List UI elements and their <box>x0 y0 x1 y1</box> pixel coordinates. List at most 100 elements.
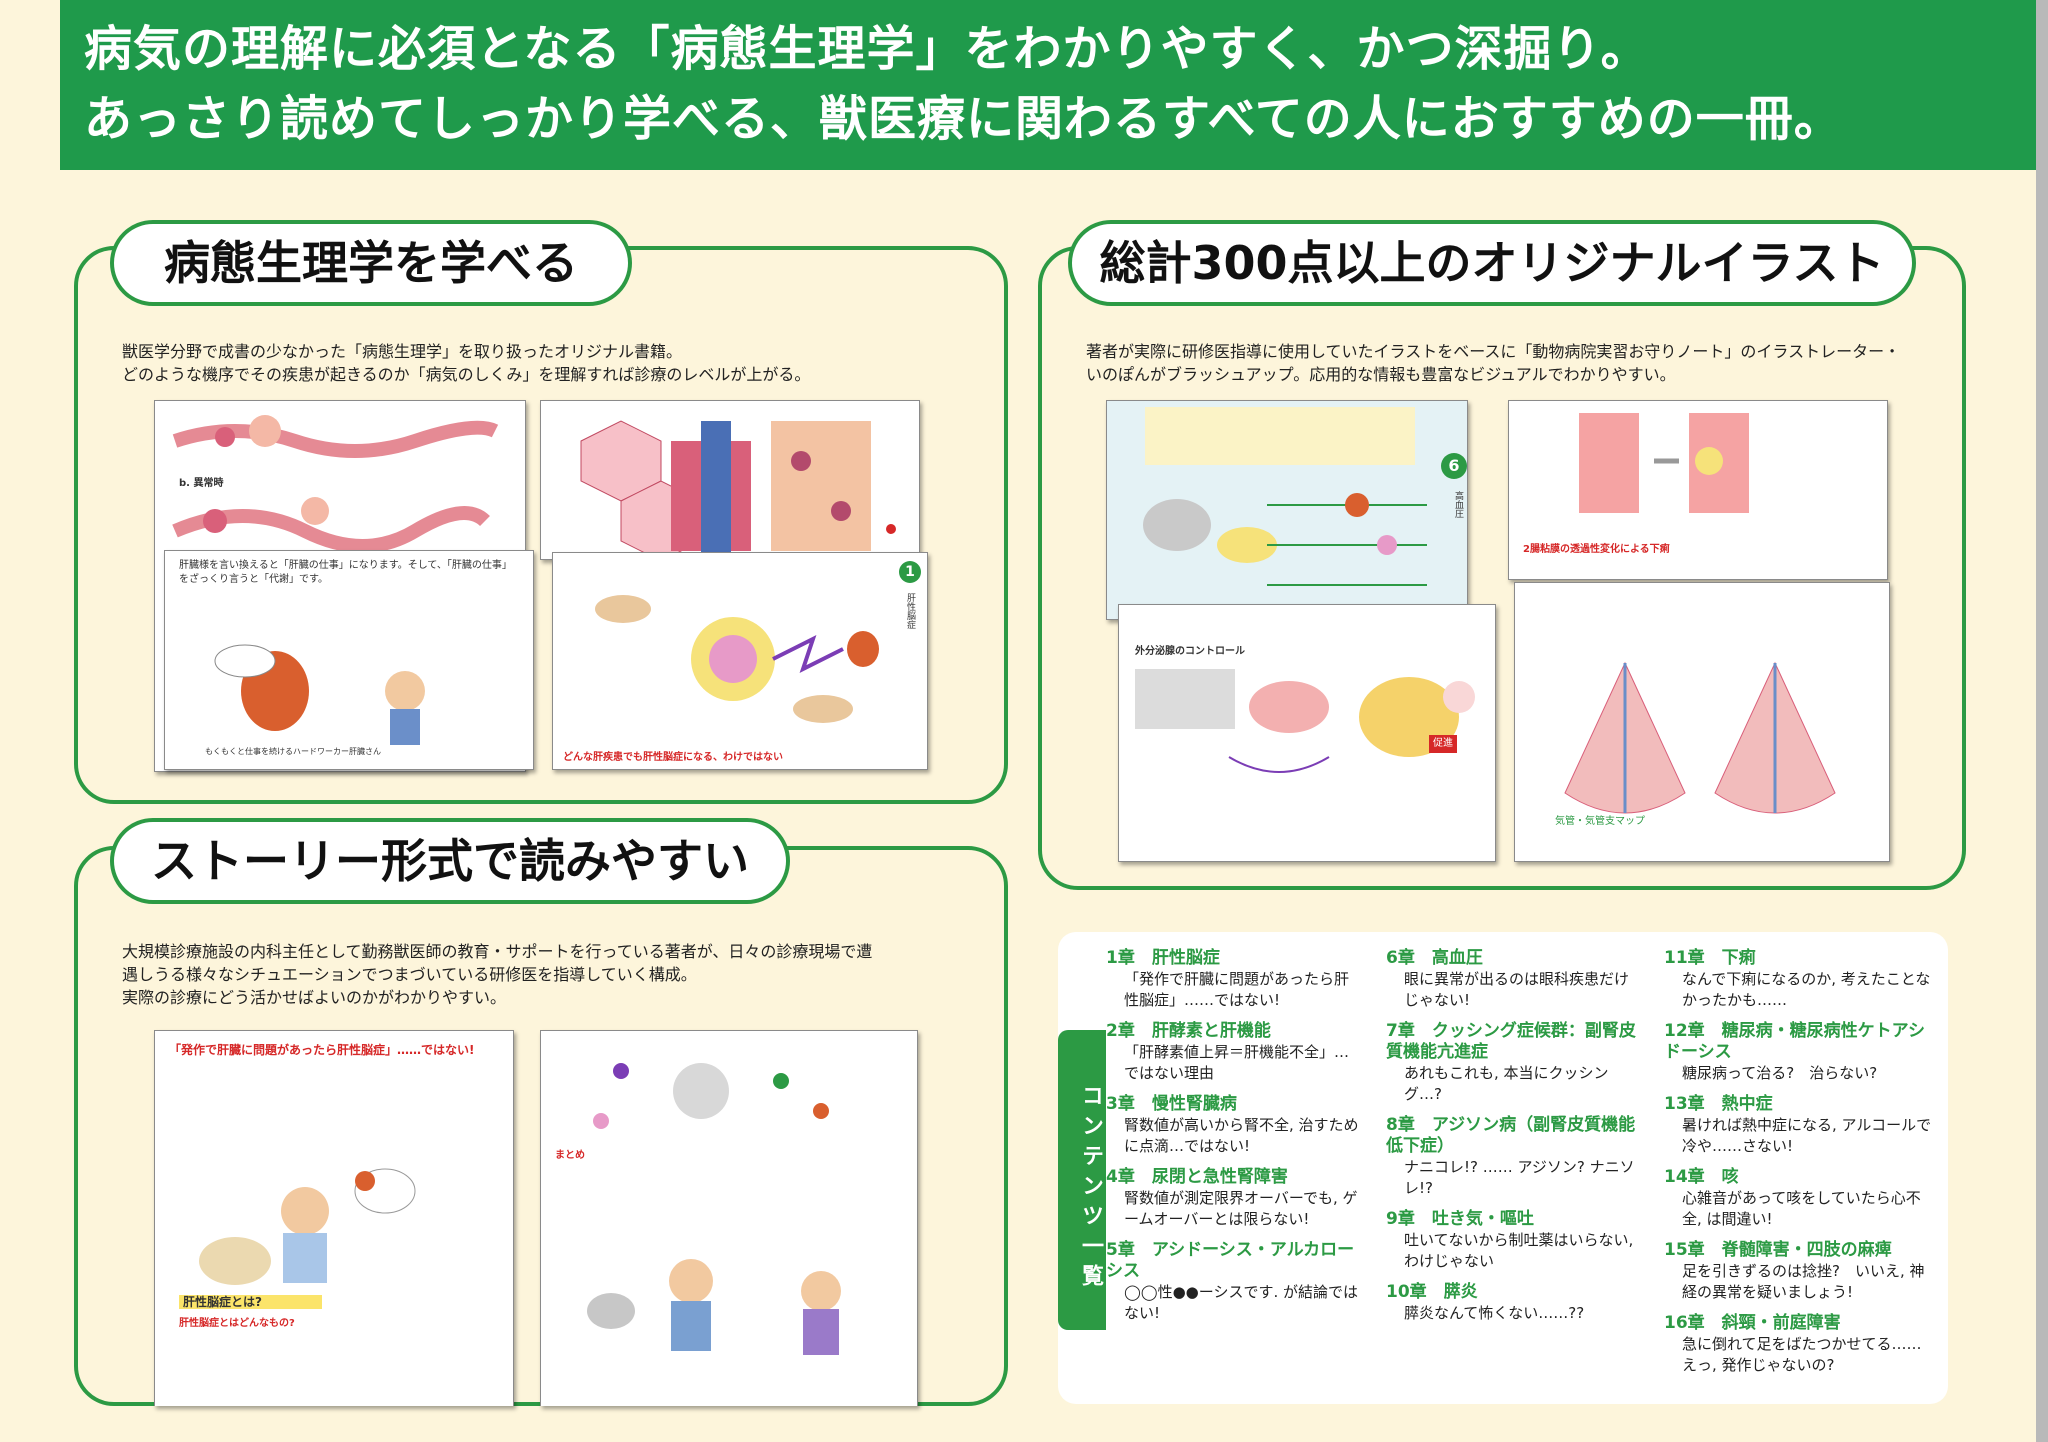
chapter-description: 心雑音があって咳をしていたら心不全, は間違い! <box>1682 1189 1921 1228</box>
chapter-description: 吐いてないから制吐薬はいらない, わけじゃない <box>1404 1231 1634 1270</box>
sample-heading: 2腸粘膜の透過性変化による下痢 <box>1523 544 1670 555</box>
chapter-item: 2章 肝酵素と肝機能「肝酵素値上昇＝肝機能不全」…ではない理由 <box>1106 1021 1361 1084</box>
chapter-description: ナニコレ!? …… アジソン? ナニソレ!? <box>1404 1158 1635 1197</box>
liver-worker-illustration <box>214 644 425 745</box>
sample-page-liver-text: 肝臓様を言い換えると「肝臓の仕事」になります。そして、「肝臓の仕事」をざっくり言… <box>164 550 534 770</box>
sample-page-story-2: まとめ <box>540 1030 918 1406</box>
section2-intro-line-1: 著者が実際に研修医指導に使用していたイラストをベースに「動物病院実習お守りノート… <box>1086 342 1901 361</box>
sample-body-text: 肝臓様を言い換えると「肝臓の仕事」になります。そして、「肝臓の仕事」をざっくり言… <box>179 560 512 585</box>
chapter-description: 腎数値が測定限界オーバーでも, ゲームオーバーとは限らない! <box>1124 1189 1358 1228</box>
chapter-title: 4章 尿閉と急性腎障害 <box>1106 1167 1288 1187</box>
sample-badge: 促進 <box>1429 735 1457 753</box>
chapter-title: 10章 膵炎 <box>1386 1282 1478 1302</box>
intestine-illustration <box>1579 413 1749 513</box>
sample-page-hepatic-encephalopathy: 1 肝性脳症 どんな肝疾患でも肝性脳症になる、わけではない <box>552 552 928 770</box>
chapter-description: なんで下痢になるのか, 考えたことなかったかも…… <box>1682 970 1931 1009</box>
chapter-description: ◯◯性●●ーシスです. が結論ではない! <box>1124 1283 1358 1322</box>
sample-footer-text: どんな肝疾患でも肝性脳症になる、わけではない <box>563 752 783 763</box>
sample-story-subtitle-2: 肝性脳症とはどんなもの? <box>179 1318 295 1329</box>
section-title-story: ストーリー形式で読みやすい <box>110 818 790 904</box>
sample-bubble-text: もくもくと仕事を続けるハードワーカー肝臓さん <box>205 747 381 756</box>
sample-summary-title: まとめ <box>555 1150 585 1161</box>
sample-page-diarrhea: 2腸粘膜の透過性変化による下痢 <box>1508 400 1888 580</box>
chapter-title: 11章 下痢 <box>1664 948 1756 968</box>
chapter-item: 13章 熱中症暑ければ熱中症になる, アルコールで冷や……さない! <box>1664 1094 1932 1157</box>
section3-intro-line-3: 実際の診療にどう活かせばよいのかがわかりやすい。 <box>122 988 507 1007</box>
section1-intro-line-1: 獣医学分野で成書の少なかった「病態生理学」を取り扱ったオリジナル書籍。 <box>122 342 683 361</box>
chapter-title: 15章 脊髄障害・四肢の麻痺 <box>1664 1240 1892 1260</box>
contents-column-2: 6章 高血圧眼に異常が出るのは眼科疾患だけじゃない! 7章 クッシング症候群：副… <box>1386 948 1641 1334</box>
sample-caption: 気管・気管支マップ <box>1555 816 1645 827</box>
chapter-description: 糖尿病って治る? 治らない? <box>1682 1064 1878 1082</box>
chapter-title: 2章 肝酵素と肝機能 <box>1106 1021 1271 1041</box>
chapter-title: 13章 熱中症 <box>1664 1094 1773 1114</box>
hormone-illustration <box>1143 493 1427 586</box>
chapter-item: 12章 糖尿病・糖尿病性ケトアシドーシス糖尿病って治る? 治らない? <box>1664 1021 1932 1084</box>
section3-intro-line-2: 遇しうる様々なシチュエーションでつまづいている研修医を指導していく構成。 <box>122 965 697 984</box>
sample-story-subtitle: 肝性脳症とは? <box>179 1295 322 1309</box>
chapter-item: 3章 慢性腎臓病腎数値が高いから腎不全, 治すために点滴…ではない! <box>1106 1094 1361 1157</box>
chapter-title: 8章 アジソン病（副腎皮質機能低下症） <box>1386 1115 1636 1156</box>
vet-dog-illustration <box>199 1168 416 1285</box>
chapter-item: 15章 脊髄障害・四肢の麻痺足を引きずるのは捻挫? いいえ, 神経の異常を疑いま… <box>1664 1240 1932 1303</box>
header-banner: 病気の理解に必須となる「病態生理学」をわかりやすく、かつ深掘り。 あっさり読めて… <box>60 0 2036 170</box>
chapter-item: 16章 斜頸・前庭障害急に倒れて足をばたつかせてる……えっ, 発作じゃないの? <box>1664 1313 1932 1376</box>
contents-panel: 1章 肝性脳症「発作で肝臓に問題があったら肝性脳症」……ではない! 2章 肝酵素… <box>1058 932 1948 1404</box>
sample-page-story-1: 「発作で肝臓に問題があったら肝性脳症」……ではない! 肝性脳症とは? 肝性脳症と… <box>154 1030 514 1406</box>
section2-intro-line-2: いのぽんがブラッシュアップ。応用的な情報も豊富なビジュアルでわかりやすい。 <box>1086 365 1676 384</box>
sample-box-title: 外分泌腺のコントロール <box>1135 646 1245 657</box>
chapter-item: 5章 アシドーシス・アルカローシス◯◯性●●ーシスです. が結論ではない! <box>1106 1240 1361 1324</box>
chapter-description: 「発作で肝臓に問題があったら肝性脳症」……ではない! <box>1124 970 1350 1009</box>
chapter-description: 足を引きずるのは捻挫? いいえ, 神経の異常を疑いましょう! <box>1682 1262 1925 1301</box>
chapter-item: 6章 高血圧眼に異常が出るのは眼科疾患だけじゃない! <box>1386 948 1641 1011</box>
chapter-title: 12章 糖尿病・糖尿病性ケトアシドーシス <box>1664 1021 1925 1062</box>
header-line-2: あっさり読めてしっかり学べる、獣医療に関わるすべての人におすすめの一冊。 <box>84 91 1843 147</box>
contents-column-3: 11章 下痢なんで下痢になるのか, 考えたことなかったかも…… 12章 糖尿病・… <box>1664 948 1932 1386</box>
chapter-item: 1章 肝性脳症「発作で肝臓に問題があったら肝性脳症」……ではない! <box>1106 948 1361 1011</box>
dog-germs-illustration <box>593 1063 829 1129</box>
chapter-title: 7章 クッシング症候群：副腎皮質機能亢進症 <box>1386 1021 1636 1062</box>
header-line-1: 病気の理解に必須となる「病態生理学」をわかりやすく、かつ深掘り。 <box>84 21 1650 77</box>
chapter-number-badge: 1 <box>899 561 921 583</box>
vet-team-illustration <box>587 1259 841 1355</box>
sample-page-hypertension: 6 高血圧 <box>1106 400 1468 620</box>
liver-histology-illustration <box>580 420 896 559</box>
section-title-illustrations: 総計300点以上のオリジナルイラスト <box>1068 220 1916 306</box>
chapter-item: 7章 クッシング症候群：副腎皮質機能亢進症あれもこれも, 本当にクッシング…? <box>1386 1021 1641 1105</box>
section-title-pathophysiology: 病態生理学を学べる <box>110 220 632 306</box>
sample-note-box <box>1145 407 1415 465</box>
chapter-item: 11章 下痢なんで下痢になるのか, 考えたことなかったかも…… <box>1664 948 1932 1011</box>
lungs-illustration <box>1564 661 1836 814</box>
chapter-item: 4章 尿閉と急性腎障害腎数値が測定限界オーバーでも, ゲームオーバーとは限らない… <box>1106 1167 1361 1230</box>
chapter-description: 腎数値が高いから腎不全, 治すために点滴…ではない! <box>1124 1116 1359 1155</box>
section1-intro-line-2: どのような機序でその疾患が起きるのか「病気のしくみ」を理解すれば診療のレベルが上… <box>122 365 811 384</box>
chapter-number-badge: 6 <box>1441 453 1467 479</box>
chapter-title: 9章 吐き気・嘔吐 <box>1386 1209 1534 1229</box>
dogs-illustration <box>595 595 879 723</box>
page-edge <box>2036 0 2048 1442</box>
chapter-description: 「肝酵素値上昇＝肝機能不全」…ではない理由 <box>1124 1043 1350 1082</box>
sample-page-bronchial-map: 気管・気管支マップ <box>1514 582 1890 862</box>
sample-caption: b. 異常時 <box>179 478 224 489</box>
chapter-item: 9章 吐き気・嘔吐吐いてないから制吐薬はいらない, わけじゃない <box>1386 1209 1641 1272</box>
liver-diagram-illustration <box>172 415 499 553</box>
chapter-title: 3章 慢性腎臓病 <box>1106 1094 1237 1114</box>
chapter-description: あれもこれも, 本当にクッシング…? <box>1404 1064 1609 1103</box>
chapter-description: 暑ければ熱中症になる, アルコールで冷や……さない! <box>1682 1116 1932 1155</box>
chapter-description: 膵炎なんて怖くない……?? <box>1404 1304 1585 1322</box>
contents-column-1: 1章 肝性脳症「発作で肝臓に問題があったら肝性脳症」……ではない! 2章 肝酵素… <box>1106 948 1361 1334</box>
chapter-title: 14章 咳 <box>1664 1167 1739 1187</box>
chapter-description: 急に倒れて足をばたつかせてる……えっ, 発作じゃないの? <box>1682 1335 1922 1374</box>
chapter-item: 8章 アジソン病（副腎皮質機能低下症）ナニコレ!? …… アジソン? ナニソレ!… <box>1386 1115 1641 1199</box>
chapter-title: 5章 アシドーシス・アルカローシス <box>1106 1240 1355 1281</box>
sample-side-title: 高血圧 <box>1453 491 1463 518</box>
sample-page-liver-histology <box>540 400 920 560</box>
sample-story-title: 「発作で肝臓に問題があったら肝性脳症」……ではない! <box>169 1043 475 1057</box>
chapter-item: 14章 咳心雑音があって咳をしていたら心不全, は間違い! <box>1664 1167 1932 1230</box>
contents-tab: コンテンツ一覧 <box>1058 1030 1106 1330</box>
chapter-item: 10章 膵炎膵炎なんて怖くない……?? <box>1386 1282 1641 1324</box>
chapter-title: 6章 高血圧 <box>1386 948 1483 968</box>
sample-page-pancreas: 外分泌腺のコントロール 促進 <box>1118 604 1496 862</box>
sample-side-title: 肝性脳症 <box>905 593 915 629</box>
chapter-description: 眼に異常が出るのは眼科疾患だけじゃない! <box>1404 970 1630 1009</box>
